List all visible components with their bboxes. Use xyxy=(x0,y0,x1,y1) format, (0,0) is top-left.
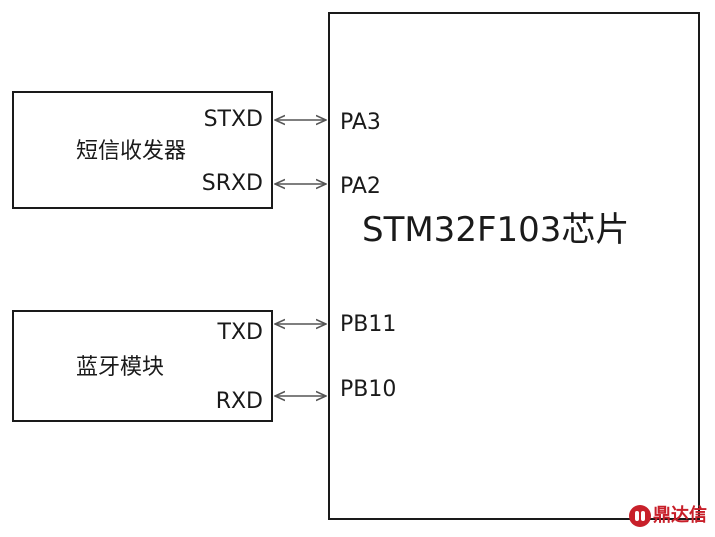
stm32-chip-block xyxy=(328,12,700,520)
pin-label-pa3: PA3 xyxy=(340,110,381,135)
pin-label-rxd: RXD xyxy=(215,389,263,414)
module-name-bluetooth: 蓝牙模块 xyxy=(76,355,165,380)
module-name-sms: 短信收发器 xyxy=(76,139,187,164)
pin-label-pb10: PB10 xyxy=(340,377,397,402)
watermark-logo-icon xyxy=(629,505,651,527)
watermark-text: 鼎达信 xyxy=(653,505,707,526)
watermark: 鼎达信 xyxy=(629,505,707,527)
pin-label-pb11: PB11 xyxy=(340,312,397,337)
sms-transceiver-block xyxy=(12,91,273,209)
pin-label-srxd: SRXD xyxy=(201,171,263,196)
pin-label-stxd: STXD xyxy=(203,107,263,132)
pin-label-pa2: PA2 xyxy=(340,174,381,199)
bluetooth-module-block xyxy=(12,310,273,422)
chip-name: STM32F103芯片 xyxy=(362,210,630,250)
pin-label-txd: TXD xyxy=(217,320,263,345)
